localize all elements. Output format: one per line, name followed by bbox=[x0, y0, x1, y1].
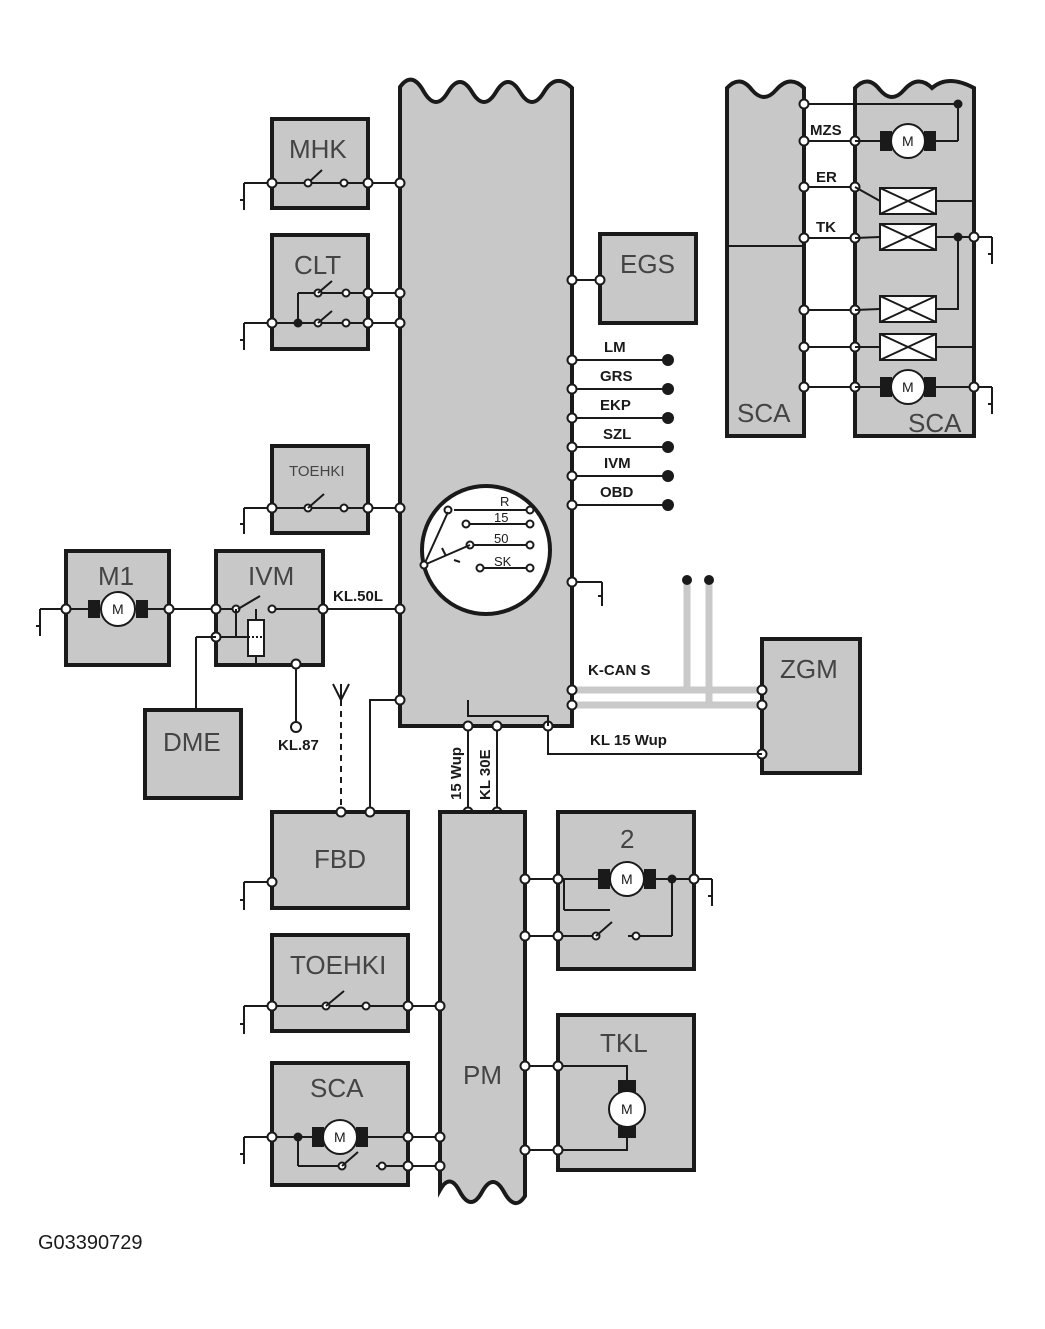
pm-module-body bbox=[438, 810, 527, 1205]
output-ekp: EKP bbox=[600, 397, 631, 414]
sca-line-tk: TK bbox=[816, 219, 836, 236]
figure-id: G03390729 bbox=[38, 1232, 143, 1254]
output-lm: LM bbox=[604, 339, 626, 356]
sca-bottom-motor-icon bbox=[322, 1119, 358, 1155]
motor2-motor-icon bbox=[609, 861, 645, 897]
sca-mzs-motor-symbol: M bbox=[902, 133, 914, 149]
toehki-top-module bbox=[270, 444, 370, 535]
sca-bottom-label: SCA bbox=[310, 1073, 364, 1103]
sca-left-body bbox=[725, 79, 806, 438]
dme-module bbox=[143, 708, 243, 800]
output-obd: OBD bbox=[600, 484, 634, 501]
switch-pos-50: 50 bbox=[494, 531, 508, 546]
egs-label: EGS bbox=[620, 249, 675, 279]
egs-module bbox=[598, 232, 698, 325]
m1-motor-symbol: M bbox=[112, 601, 124, 617]
mhk-label: MHK bbox=[289, 134, 347, 164]
kl87-label: KL.87 bbox=[278, 737, 319, 754]
output-grs: GRS bbox=[600, 368, 633, 385]
ignition-switch: R 15 50 SK bbox=[419, 484, 552, 616]
output-szl: SZL bbox=[603, 426, 631, 443]
sca-mzs-motor-icon bbox=[890, 123, 926, 159]
sca-line-mzs: MZS bbox=[810, 122, 842, 139]
sca-right-label: SCA bbox=[908, 408, 962, 438]
zgm-module bbox=[760, 637, 862, 775]
pm-label: PM bbox=[463, 1060, 502, 1090]
zgm-label: ZGM bbox=[780, 654, 838, 684]
kl15wup-label: KL 15 Wup bbox=[590, 732, 667, 749]
tkl-motor-icon bbox=[608, 1090, 646, 1128]
m1-motor-icon bbox=[100, 591, 136, 627]
output-lines: LM GRS EKP SZL IVM OBD bbox=[566, 339, 674, 511]
toehki-bottom-module bbox=[270, 933, 410, 1033]
tkl-label: TKL bbox=[600, 1028, 648, 1058]
sca-lower-motor-icon bbox=[890, 369, 926, 405]
sca-left-label: SCA bbox=[737, 398, 791, 428]
motor2-motor-symbol: M bbox=[621, 871, 633, 887]
fbd-module bbox=[270, 810, 410, 910]
output-ivm: IVM bbox=[604, 455, 631, 472]
dme-label: DME bbox=[163, 727, 221, 757]
central-module-body bbox=[398, 77, 574, 728]
antenna-icon bbox=[332, 683, 350, 701]
tkl-motor-symbol: M bbox=[621, 1101, 633, 1117]
switch-pos-15: 15 bbox=[494, 510, 508, 525]
fbd-label: FBD bbox=[314, 844, 366, 874]
toehki-bottom-label: TOEHKI bbox=[290, 950, 386, 980]
m1-label: M1 bbox=[98, 561, 134, 591]
sca-bottom-motor-symbol: M bbox=[334, 1129, 346, 1145]
sca-line-er: ER bbox=[816, 169, 837, 186]
wup15-vertical-label: 15 Wup bbox=[448, 747, 465, 800]
toehki-top-label: TOEHKI bbox=[289, 463, 345, 480]
kl30e-vertical-label: KL 30E bbox=[477, 749, 494, 800]
mhk-module bbox=[270, 117, 370, 210]
kcan-label: K-CAN S bbox=[588, 662, 651, 679]
sca-lower-motor-symbol: M bbox=[902, 379, 914, 395]
ivm-label: IVM bbox=[248, 561, 294, 591]
motor2-label: 2 bbox=[620, 824, 634, 854]
switch-pos-r: R bbox=[500, 494, 509, 509]
clt-label: CLT bbox=[294, 250, 341, 280]
switch-pos-sk: SK bbox=[494, 554, 512, 569]
kl50l-label: KL.50L bbox=[333, 588, 383, 605]
